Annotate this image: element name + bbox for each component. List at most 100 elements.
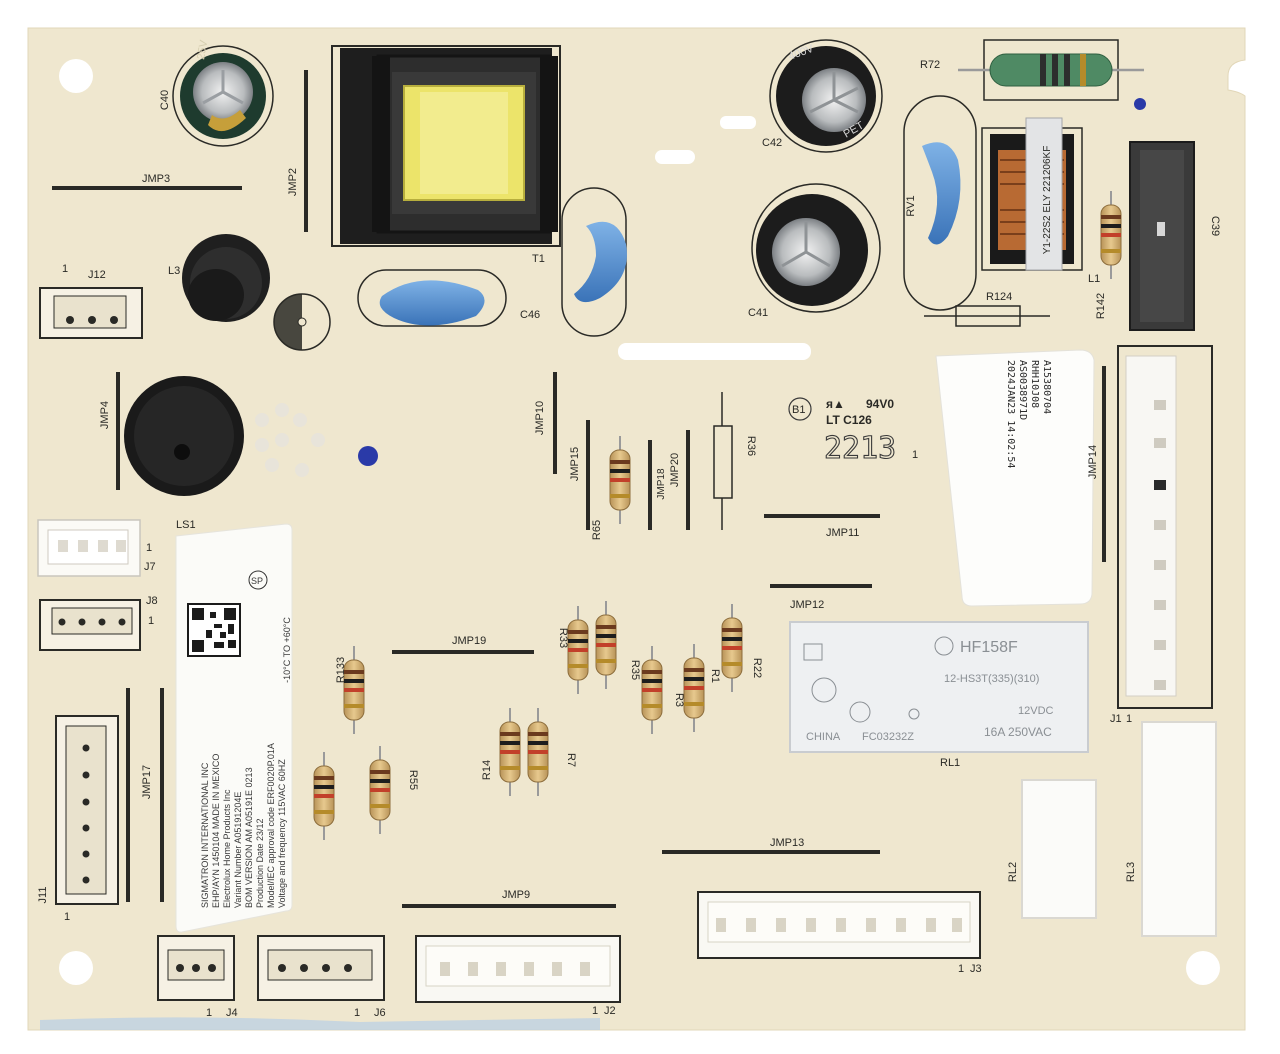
label-jmp14: JMP14 xyxy=(1087,445,1099,479)
buzzer-ls1 xyxy=(124,376,244,496)
label-line-5: BOM VERSION AM A05191E 0213 xyxy=(244,767,254,908)
label-jmp11: JMP11 xyxy=(826,527,859,539)
varistor-rv1 xyxy=(903,95,977,311)
capacitor-c41 xyxy=(751,183,881,313)
pin-one-j7: 1 xyxy=(146,542,152,554)
label-r65: R65 xyxy=(591,520,603,540)
label-rl2: RL2 xyxy=(1007,862,1019,882)
qr-code xyxy=(187,603,241,657)
label-jmp15: JMP15 xyxy=(569,447,581,481)
label-rl1: RL1 xyxy=(940,757,960,769)
label-j3: J3 xyxy=(970,963,982,975)
label-r72: R72 xyxy=(920,59,940,71)
label-c40: C40 xyxy=(159,90,171,110)
label-rl3: RL3 xyxy=(1125,862,1137,882)
label-j7: J7 xyxy=(144,561,156,573)
label-j11: J11 xyxy=(37,887,49,904)
connector-j1 xyxy=(1117,345,1213,709)
cqc-mark-icon xyxy=(811,677,837,703)
sticker-line-2: RHH10J08 xyxy=(1029,360,1040,408)
connector-j2 xyxy=(415,935,621,1003)
relay-brand: HF158F xyxy=(960,639,1018,656)
label-r133: R133 xyxy=(335,657,347,683)
label-t1: T1 xyxy=(532,253,545,265)
label-jmp4: JMP4 xyxy=(99,401,111,429)
connector-j8 xyxy=(39,599,141,651)
relay-logo-icon xyxy=(934,636,954,656)
serial-sticker: A15380704 RHH10J08 AS0038971D 2024JAN23 … xyxy=(935,349,1095,607)
label-line-4: Variant Number A05191204E xyxy=(233,792,243,908)
label-jmp18: JMP18 xyxy=(656,468,667,500)
vde-mark-icon xyxy=(849,701,871,723)
sticker-line-4: 2024JAN23 14:02:54 xyxy=(1005,360,1016,468)
capacitor-c42 xyxy=(769,39,883,153)
capacitor-c46 xyxy=(357,269,507,327)
pin-one-j2: 1 xyxy=(592,1005,598,1017)
label-r36: R36 xyxy=(745,436,757,456)
resistor-r72 xyxy=(958,39,1144,101)
label-rv1: RV1 xyxy=(905,195,917,216)
label-l1: L1 xyxy=(1088,273,1100,285)
pin-one-j12: 1 xyxy=(62,263,68,275)
label-r22: R22 xyxy=(751,658,763,678)
relay-rl3 xyxy=(1141,721,1217,937)
connector-j11 xyxy=(55,715,119,905)
pin-one-j1: 1 xyxy=(1126,713,1132,725)
label-j2: J2 xyxy=(604,1005,616,1017)
relay-rating: 16A 250VAC xyxy=(984,725,1052,739)
label-r1: R1 xyxy=(709,669,721,683)
label-r55: R55 xyxy=(407,770,419,790)
connector-j7 xyxy=(37,519,141,577)
transformer-t1 xyxy=(331,45,561,247)
capacitor-outline xyxy=(273,293,331,351)
label-line-8: Voltage and frequency 115VAC 60HZ xyxy=(277,759,287,908)
label-line-6: Production Date 23/12 xyxy=(255,818,265,908)
label-c41: C41 xyxy=(748,307,768,319)
label-r7: R7 xyxy=(565,753,577,767)
slot xyxy=(655,150,695,164)
mount-hole xyxy=(59,951,93,985)
connector-j12 xyxy=(39,287,143,339)
ul-mark-icon: ᴙ▲ xyxy=(826,397,845,411)
c40-voltage-marking: 25V xyxy=(195,39,210,61)
pin-one-j6: 1 xyxy=(354,1007,360,1019)
relay-origin: CHINA xyxy=(806,731,841,743)
capacitor-c40 xyxy=(172,45,274,147)
label-c39: C39 xyxy=(1209,216,1221,236)
label-jmp19: JMP19 xyxy=(452,635,486,647)
relay-code: FC03232Z xyxy=(862,731,914,743)
choke-marking: Y1-22S2 ELY 221206KF xyxy=(1042,146,1053,255)
label-r3: R3 xyxy=(673,693,685,707)
relay-model: 12-HS3T(335)(310) xyxy=(944,673,1039,685)
ul-recognized-icon xyxy=(803,643,823,661)
capacitor-c39 xyxy=(1129,141,1195,331)
label-r14: R14 xyxy=(481,760,493,780)
ul-rating: 94V0 xyxy=(866,397,894,411)
label-line-2: EHP/AYN 1450104 MADE IN MEXICO xyxy=(211,754,221,908)
pin-one-j8: 1 xyxy=(148,615,154,627)
mount-hole xyxy=(59,59,93,93)
glue-dot xyxy=(358,446,378,466)
resistor-r124 xyxy=(955,305,1021,327)
mount-hole xyxy=(1186,951,1220,985)
label-jmp17: JMP17 xyxy=(141,765,153,799)
label-jmp20: JMP20 xyxy=(669,453,681,487)
slot xyxy=(720,116,756,129)
relay-coil: 12VDC xyxy=(1018,705,1054,717)
label-r33: R33 xyxy=(557,628,569,648)
circle-mark: B1 xyxy=(792,404,805,416)
label-j12: J12 xyxy=(88,269,106,281)
label-j8: J8 xyxy=(146,595,158,607)
capacitor-blue-vertical xyxy=(561,187,627,337)
label-j4: J4 xyxy=(226,1007,238,1019)
relay-rl2 xyxy=(1021,779,1097,919)
inductor-l3 xyxy=(182,234,270,322)
edge-coating xyxy=(40,1017,600,1030)
label-line-7: Model/IEC approval code ERF0020P.01A xyxy=(266,743,276,908)
cert-mark-icon xyxy=(248,570,268,590)
label-ls1: LS1 xyxy=(176,519,196,531)
cert-mark: SP xyxy=(251,576,263,586)
connector-j4 xyxy=(157,935,235,1001)
label-r142: R142 xyxy=(1095,293,1107,319)
